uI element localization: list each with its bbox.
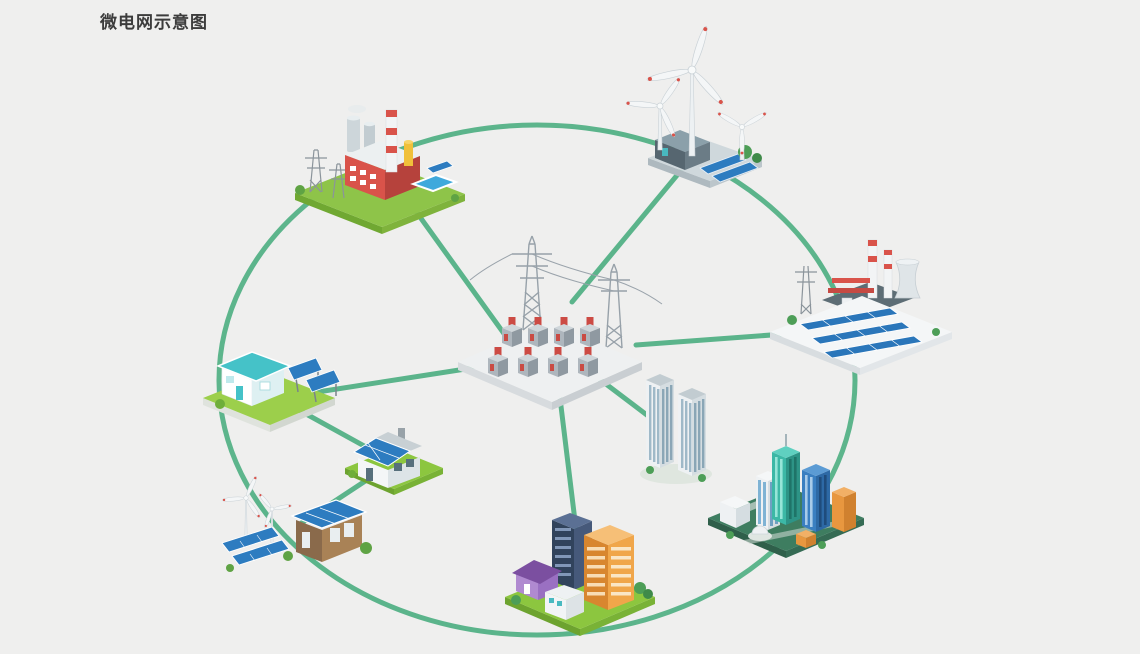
wind-solar-home-icon: [221, 475, 372, 572]
tree-icon: [646, 466, 654, 474]
tree-icon: [295, 185, 305, 195]
solar-panel-stand-icon: [305, 369, 341, 403]
power-lines: [469, 253, 663, 305]
striped-chimney-icon: [385, 109, 398, 173]
link-substation-wind-station: [569, 159, 691, 305]
chimney-icon: [398, 428, 405, 442]
tree-icon: [932, 328, 940, 336]
town-district-icon: [505, 513, 655, 636]
cooling-tower-icon: [894, 261, 921, 299]
solar-panel-icon: [699, 153, 747, 175]
solar-panel-icon: [711, 161, 759, 183]
wind-power-station-icon: [625, 25, 767, 188]
link-substation-left-house: [289, 365, 475, 399]
house-roof: [215, 351, 292, 382]
low-building: [720, 496, 750, 528]
transformer-icon: [518, 347, 538, 377]
tree-icon: [698, 474, 706, 482]
wind-turbine-rotor: [258, 493, 292, 529]
tree-icon: [215, 399, 225, 409]
smoke-icon: [348, 105, 366, 113]
wind-turbine-rotor: [221, 475, 261, 518]
house-window: [330, 528, 340, 542]
tree-icon: [726, 531, 734, 539]
wind-turbine-tower: [688, 71, 696, 157]
house-window: [549, 598, 554, 603]
transmission-tower-icon: [795, 265, 817, 315]
tower-block: [678, 388, 706, 476]
wind-turbine-rotor: [646, 25, 724, 105]
ground-solar-array-icon: [221, 526, 280, 553]
tree-icon: [360, 542, 372, 554]
tree-icon: [451, 194, 459, 202]
tree-icon: [643, 589, 653, 599]
solar-roof-house-icon: [345, 428, 443, 495]
purple-house: [512, 560, 562, 600]
skyscraper: [802, 464, 830, 532]
solar-farm-icon: [799, 307, 923, 359]
skyscraper: [772, 434, 800, 525]
fuel-tank-icon: [404, 142, 413, 166]
ground-solar-array-icon: [231, 539, 290, 566]
house-door: [302, 532, 310, 548]
house-window: [259, 381, 271, 391]
house-window: [557, 601, 562, 606]
tree-icon: [752, 153, 762, 163]
pool-icon: [410, 173, 459, 193]
ring-connection: [216, 122, 858, 638]
house-door: [236, 386, 243, 400]
transmission-tower-icon: [305, 149, 348, 199]
apartment-towers-icon: [640, 374, 712, 484]
transmission-tower-icon: [598, 263, 630, 349]
transformer-icon: [502, 317, 522, 347]
transformer-substation-icon: [458, 235, 663, 410]
wind-turbine-tower: [244, 499, 248, 541]
house-window: [344, 523, 354, 537]
tree-icon: [511, 595, 521, 605]
house-window: [394, 463, 402, 471]
dome-building: [748, 525, 772, 541]
pipe-rack-icon: [832, 278, 870, 283]
transformer-icon: [578, 347, 598, 377]
office-building-orange: [584, 525, 634, 610]
modern-house: [290, 499, 368, 562]
low-building: [796, 530, 816, 548]
tree-icon: [283, 551, 293, 561]
house-window: [226, 376, 234, 383]
page-title: 微电网示意图: [100, 13, 208, 32]
tree-icon: [787, 315, 797, 325]
solar-panel-icon: [426, 160, 454, 174]
solar-roof-panels: [290, 499, 368, 529]
solar-roof-panels: [352, 437, 412, 467]
transformer-icon: [580, 317, 600, 347]
tree-icon: [348, 470, 356, 478]
thermal-solar-plant-icon: [770, 239, 952, 375]
pipe-rack-icon: [828, 288, 874, 293]
skyscraper: [832, 487, 856, 532]
residential-house-solar-icon: [203, 351, 341, 432]
wind-turbine-rotor: [625, 77, 681, 138]
tree-icon: [634, 582, 646, 594]
factory-windows: [350, 166, 376, 189]
wind-turbine-rotor: [717, 112, 767, 156]
tree-icon: [226, 564, 234, 572]
house-window: [406, 459, 414, 467]
transformer-icon: [548, 347, 568, 377]
transformer-icon: [488, 347, 508, 377]
coal-fired-power-plant-icon: [295, 105, 465, 234]
tower-block: [646, 374, 674, 468]
small-white-building: [545, 585, 584, 620]
cooling-stack-icon: [347, 118, 360, 152]
striped-chimney-icon: [883, 249, 893, 299]
house-door: [366, 468, 373, 481]
transformer-icon: [554, 317, 574, 347]
city-skyline-icon: [708, 434, 864, 558]
tree-icon: [818, 541, 826, 549]
transformer-icon: [528, 317, 548, 347]
building-door: [662, 148, 668, 156]
transmission-tower-icon: [512, 235, 552, 331]
house-door: [524, 584, 530, 594]
